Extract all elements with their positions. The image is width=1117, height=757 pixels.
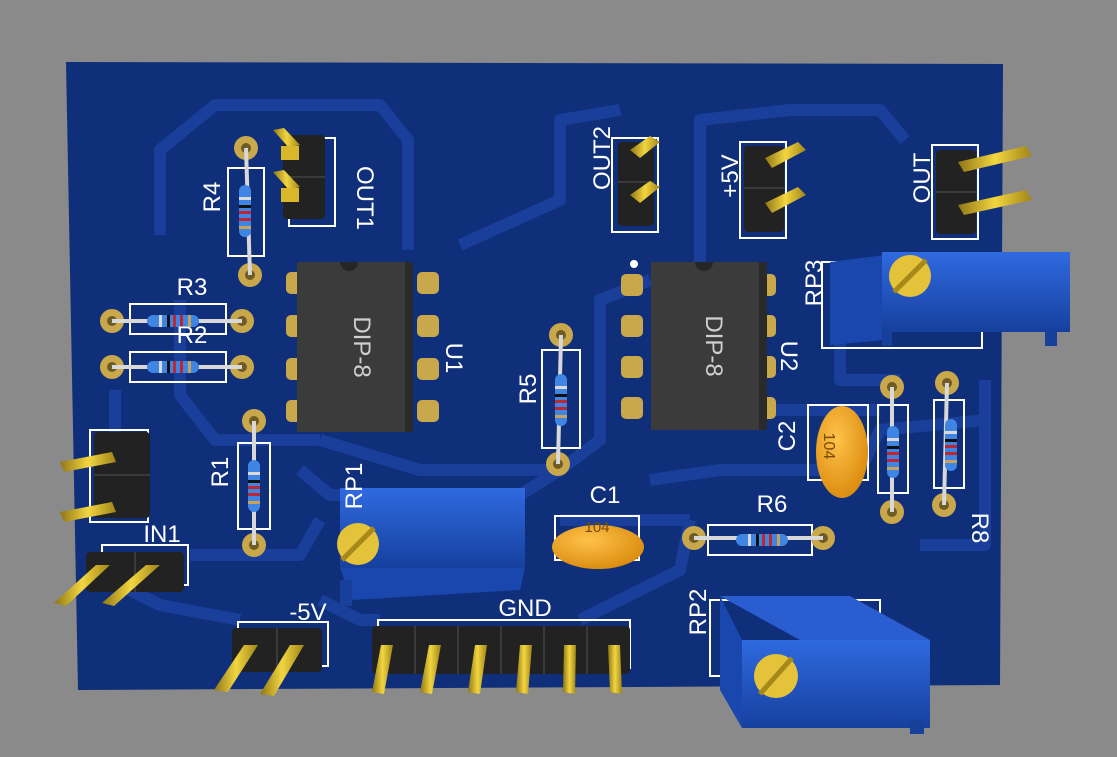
label-out2: OUT2 [589, 126, 616, 190]
label-rp2: RP2 [685, 589, 712, 636]
trimmer-rp1 [337, 488, 525, 606]
capacitor-c1 [552, 515, 644, 569]
label-r8: R8 [966, 513, 993, 544]
resistor-r4 [227, 136, 265, 287]
label-rp1: RP1 [341, 463, 368, 510]
label-rp3: RP3 [801, 260, 828, 307]
cap-code-c2: 104 [820, 433, 837, 460]
header-minus5v [214, 621, 329, 696]
resistor-r1 [237, 409, 271, 557]
label-r5: R5 [515, 374, 542, 405]
header-in1 [54, 544, 189, 606]
label-r3: R3 [177, 274, 208, 301]
label-c2: C2 [774, 421, 801, 452]
cap-code-c1: 104 [584, 519, 609, 536]
header-out2 [611, 136, 660, 233]
ic-u2-package: DIP-8 [700, 315, 727, 376]
label-in1: IN1 [143, 521, 180, 548]
label-plus5v: +5V [717, 154, 744, 197]
label-c1: C1 [590, 482, 621, 509]
label-gnd: GND [498, 595, 551, 622]
label-r4: R4 [199, 182, 226, 213]
ic-u2 [621, 260, 776, 430]
ic-u1 [286, 262, 439, 432]
resistor-r7 [877, 375, 909, 524]
label-u2: U2 [775, 341, 802, 372]
label-r1: R1 [207, 457, 234, 488]
label-r2: R2 [177, 322, 208, 349]
resistor-r2 [100, 351, 254, 383]
resistor-r6 [682, 524, 835, 556]
trimmer-rp2 [709, 596, 930, 734]
trimmer-rp3 [821, 252, 1070, 349]
header-left-side [60, 429, 150, 523]
label-u1: U1 [440, 343, 467, 374]
header-gnd [372, 619, 631, 694]
resistor-r8 [932, 371, 965, 517]
label-minus5v: -5V [289, 599, 326, 626]
resistor-r3 [100, 303, 254, 335]
header-out [931, 144, 1032, 240]
capacitor-c2 [807, 404, 869, 498]
resistor-r5 [541, 323, 581, 476]
label-r6: R6 [757, 491, 788, 518]
label-out: OUT [909, 152, 936, 203]
label-out1: OUT1 [351, 166, 378, 230]
header-plus5v [739, 141, 806, 239]
header-out1 [273, 128, 336, 227]
ic-u1-package: DIP-8 [348, 316, 375, 377]
